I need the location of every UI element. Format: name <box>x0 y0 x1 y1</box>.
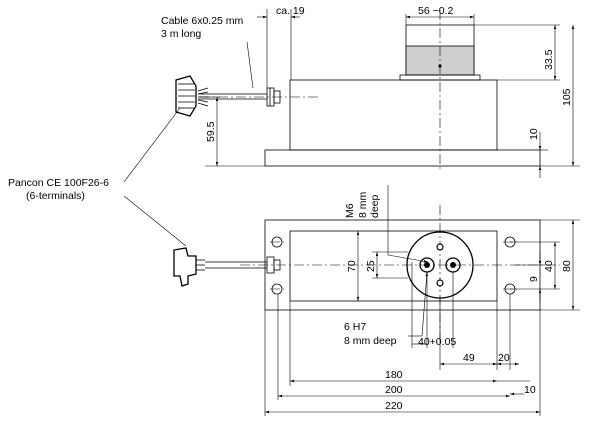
dim-180: 180 <box>385 369 403 381</box>
dim-40-vertical: 40 <box>543 260 555 272</box>
top-connector-plug <box>173 247 197 287</box>
side-main-body <box>289 79 498 151</box>
dim-49: 49 <box>463 352 475 364</box>
mounting-holes <box>270 236 517 295</box>
dim-40-005: 40+0.05 <box>418 336 456 348</box>
dim-20: 20 <box>498 352 510 364</box>
side-gland-nut <box>273 90 281 104</box>
dim-33-5: 33.5 <box>543 49 555 70</box>
label-m6: M6 <box>344 203 356 218</box>
top-body-outline <box>289 230 498 302</box>
label-h7-depth: 8 mm deep <box>344 335 397 347</box>
side-view: Cable 6x0.25 mm 3 m long ca. 19 56 −0.2 … <box>161 5 580 178</box>
side-cable-wires <box>197 87 209 107</box>
dim-200: 200 <box>385 384 403 396</box>
top-view: M6 8 mm deep 70 25 40 80 9 6 H7 8 mm dee… <box>173 185 580 416</box>
cable-label-line2: 3 m long <box>161 28 201 40</box>
connector-leader-top <box>123 107 181 183</box>
side-base-plate <box>264 149 541 167</box>
dim-10-bottom: 10 <box>524 384 536 396</box>
dim-70: 70 <box>346 260 358 272</box>
cable-label-line1: Cable 6x0.25 mm <box>161 15 244 27</box>
dim-80: 80 <box>561 260 573 272</box>
cap-hole-bottom <box>436 279 444 287</box>
side-connector-plug <box>175 75 197 117</box>
label-m6-depth2: deep <box>369 194 381 218</box>
connector-leader-bottom <box>123 195 187 247</box>
dim-105: 105 <box>561 88 573 106</box>
dim-25: 25 <box>365 260 377 272</box>
label-h7: 6 H7 <box>344 321 366 333</box>
connector-label-line1: Pancon CE 100F26-6 <box>8 177 109 189</box>
dim-59-5: 59.5 <box>205 121 217 142</box>
side-cap-flange <box>399 74 481 81</box>
cable-leader <box>246 41 254 89</box>
label-m6-depth1: 8 mm <box>357 191 369 218</box>
dim-9: 9 <box>528 276 540 282</box>
dim-56: 56 −0.2 <box>418 5 453 17</box>
cap-hole-top <box>436 243 444 251</box>
dim-220: 220 <box>385 400 403 412</box>
dim-10-side: 10 <box>528 128 540 140</box>
connector-label-line2: (6-terminals) <box>26 190 85 202</box>
dim-ca19: ca. 19 <box>276 5 305 17</box>
